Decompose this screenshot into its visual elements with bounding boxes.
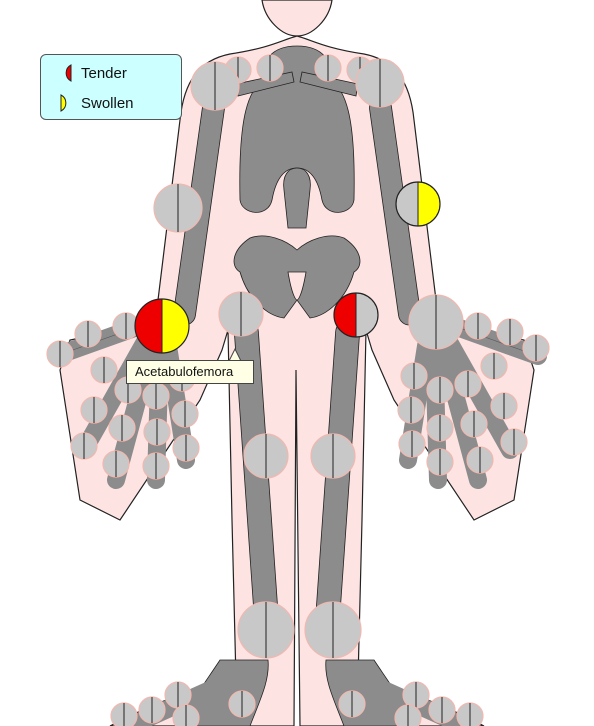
right-hip-joint[interactable] xyxy=(333,292,379,338)
left-ankle-joint[interactable] xyxy=(237,601,295,659)
left-toe-joint-5[interactable] xyxy=(228,690,256,718)
right-toe-joint-1[interactable] xyxy=(402,681,430,709)
left-toe-joint-3[interactable] xyxy=(110,702,138,726)
right-ring-pip-joint[interactable] xyxy=(426,414,454,442)
tender-half-icon xyxy=(65,64,72,82)
right-index-mcp-joint[interactable] xyxy=(480,352,508,380)
right-sternoclavicular-joint[interactable] xyxy=(314,54,342,82)
small-joints xyxy=(46,54,550,726)
right-index-pip-joint[interactable] xyxy=(490,392,518,420)
right-little-mcp-joint[interactable] xyxy=(400,362,428,390)
left-thumb-ip-joint[interactable] xyxy=(46,340,74,368)
left-little-dip-joint[interactable] xyxy=(172,434,200,462)
right-middle-mcp-joint[interactable] xyxy=(454,370,482,398)
major-joints xyxy=(134,58,464,659)
left-index-mcp-joint[interactable] xyxy=(90,356,118,384)
left-sternoclavicular-joint[interactable] xyxy=(256,54,284,82)
right-toe-joint-3[interactable] xyxy=(456,702,484,726)
left-elbow-joint[interactable] xyxy=(153,183,203,233)
skeleton xyxy=(173,45,421,726)
right-thumb-cmc-joint[interactable] xyxy=(464,312,492,340)
right-toe-joint-4[interactable] xyxy=(394,704,422,726)
right-thumb-ip-joint[interactable] xyxy=(522,334,550,362)
right-toe-joint-2[interactable] xyxy=(428,696,456,724)
tooltip-pointer xyxy=(228,348,242,362)
left-thumb-mcp-joint[interactable] xyxy=(74,320,102,348)
right-shoulder-joint[interactable] xyxy=(355,58,405,108)
right-wrist-joint[interactable] xyxy=(408,294,464,350)
legend-tender-label: Tender xyxy=(81,64,127,82)
left-toe-joint-1[interactable] xyxy=(164,681,192,709)
joint-tooltip: Acetabulofemora xyxy=(126,360,254,384)
left-middle-pip-joint[interactable] xyxy=(108,414,136,442)
right-elbow-joint[interactable] xyxy=(395,181,441,227)
left-wrist-joint[interactable] xyxy=(134,298,190,354)
right-knee-joint[interactable] xyxy=(310,433,356,479)
left-hip-joint[interactable] xyxy=(218,291,264,337)
right-middle-dip-joint[interactable] xyxy=(466,446,494,474)
left-ring-mcp-joint[interactable] xyxy=(142,382,170,410)
right-index-dip-joint[interactable] xyxy=(500,428,528,456)
left-toe-joint-2[interactable] xyxy=(138,696,166,724)
left-ring-pip-joint[interactable] xyxy=(143,418,171,446)
legend: Tender Swollen xyxy=(40,54,182,120)
right-toe-joint-5[interactable] xyxy=(338,690,366,718)
right-ankle-joint[interactable] xyxy=(304,601,362,659)
left-index-pip-joint[interactable] xyxy=(80,396,108,424)
right-middle-pip-joint[interactable] xyxy=(460,410,488,438)
right-ring-mcp-joint[interactable] xyxy=(426,376,454,404)
left-toe-joint-4[interactable] xyxy=(172,704,200,726)
swollen-half-icon xyxy=(60,94,67,112)
legend-item-swollen: Swollen xyxy=(59,91,134,115)
left-index-dip-joint[interactable] xyxy=(70,432,98,460)
legend-item-tender: Tender xyxy=(59,61,127,85)
right-little-pip-joint[interactable] xyxy=(397,396,425,424)
left-shoulder-joint[interactable] xyxy=(190,61,240,111)
right-ring-dip-joint[interactable] xyxy=(426,448,454,476)
legend-swollen-label: Swollen xyxy=(81,94,134,112)
left-knee-joint[interactable] xyxy=(243,433,289,479)
left-middle-dip-joint[interactable] xyxy=(102,450,130,478)
left-little-pip-joint[interactable] xyxy=(171,400,199,428)
right-thumb-mcp-joint[interactable] xyxy=(496,318,524,346)
left-ring-dip-joint[interactable] xyxy=(142,452,170,480)
right-little-dip-joint[interactable] xyxy=(398,430,426,458)
